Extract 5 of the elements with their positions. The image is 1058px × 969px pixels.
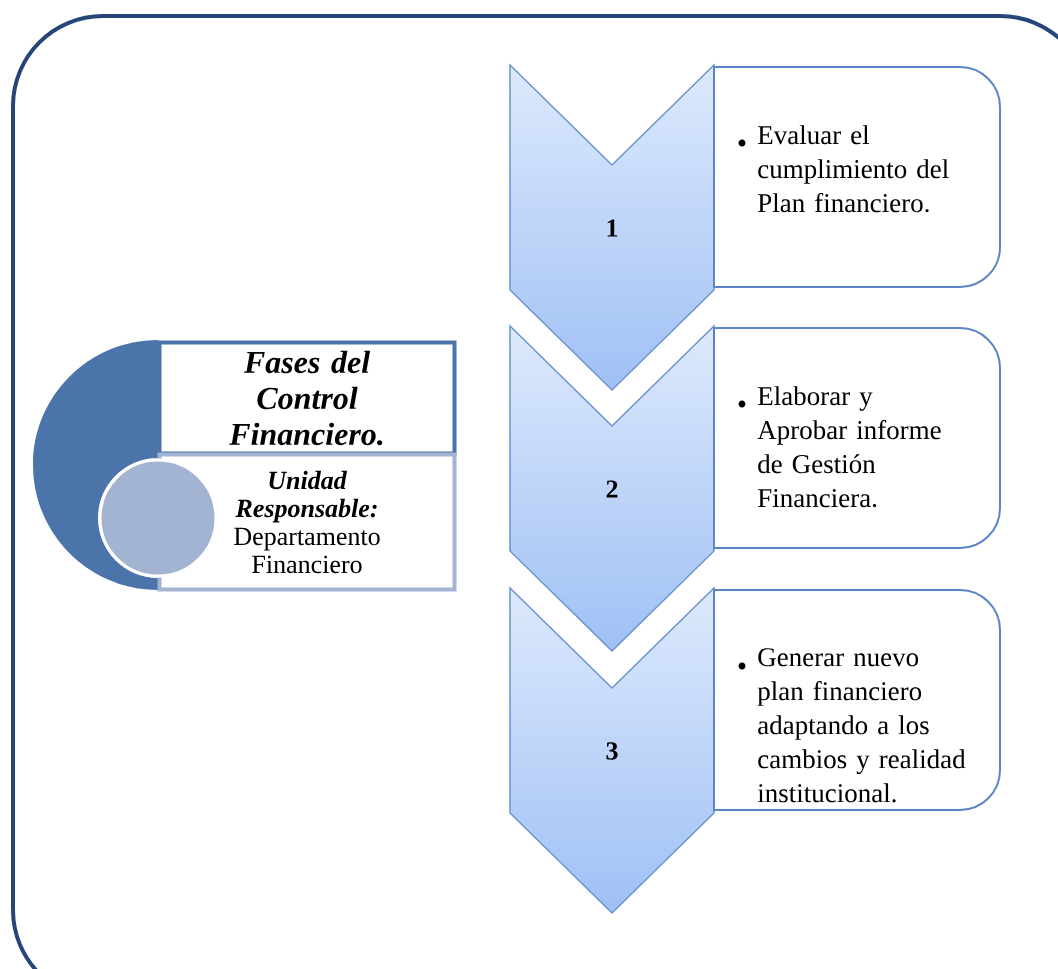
text-box: Elaborar y Aprobar informe de Gestión Financiera.: [713, 327, 1001, 549]
text-box: Generar nuevo plan financiero adaptando a los cambios y realidad institucional.: [713, 589, 1001, 811]
text-box: Evaluar el cumplimiento del Plan financiero.: [713, 66, 1001, 288]
circle-shape: [98, 458, 218, 578]
title-box: Fases del Control Financiero.: [157, 340, 457, 456]
